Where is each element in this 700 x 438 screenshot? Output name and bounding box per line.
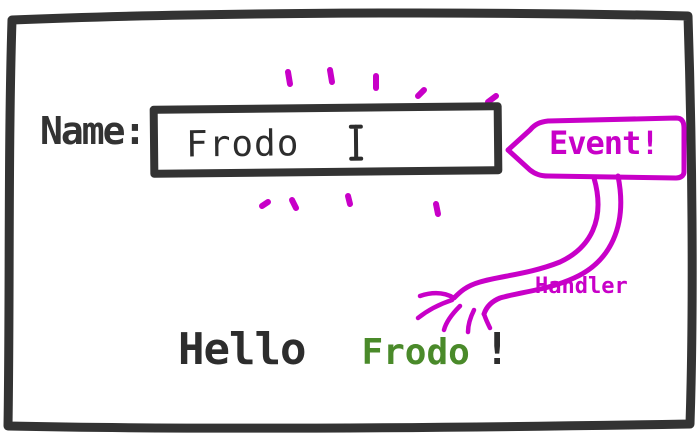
greeting-name: Frodo: [361, 332, 470, 373]
name-input[interactable]: Frodo: [149, 102, 503, 178]
outer-border: [3, 8, 697, 433]
name-field-label: Name:: [40, 109, 146, 153]
greeting-punctuation: !: [483, 324, 511, 375]
event-label: Event!: [549, 124, 660, 162]
handler-label: Handler: [535, 274, 628, 299]
greeting-text: Hello: [178, 324, 306, 375]
handler-arm-outline: [451, 173, 624, 317]
handler-hand-icon: [415, 291, 493, 335]
name-input-value[interactable]: Frodo: [185, 123, 300, 166]
event-spark-marks: [259, 67, 499, 217]
text-cursor-icon: [348, 124, 364, 161]
event-tag-outline: [505, 115, 687, 181]
